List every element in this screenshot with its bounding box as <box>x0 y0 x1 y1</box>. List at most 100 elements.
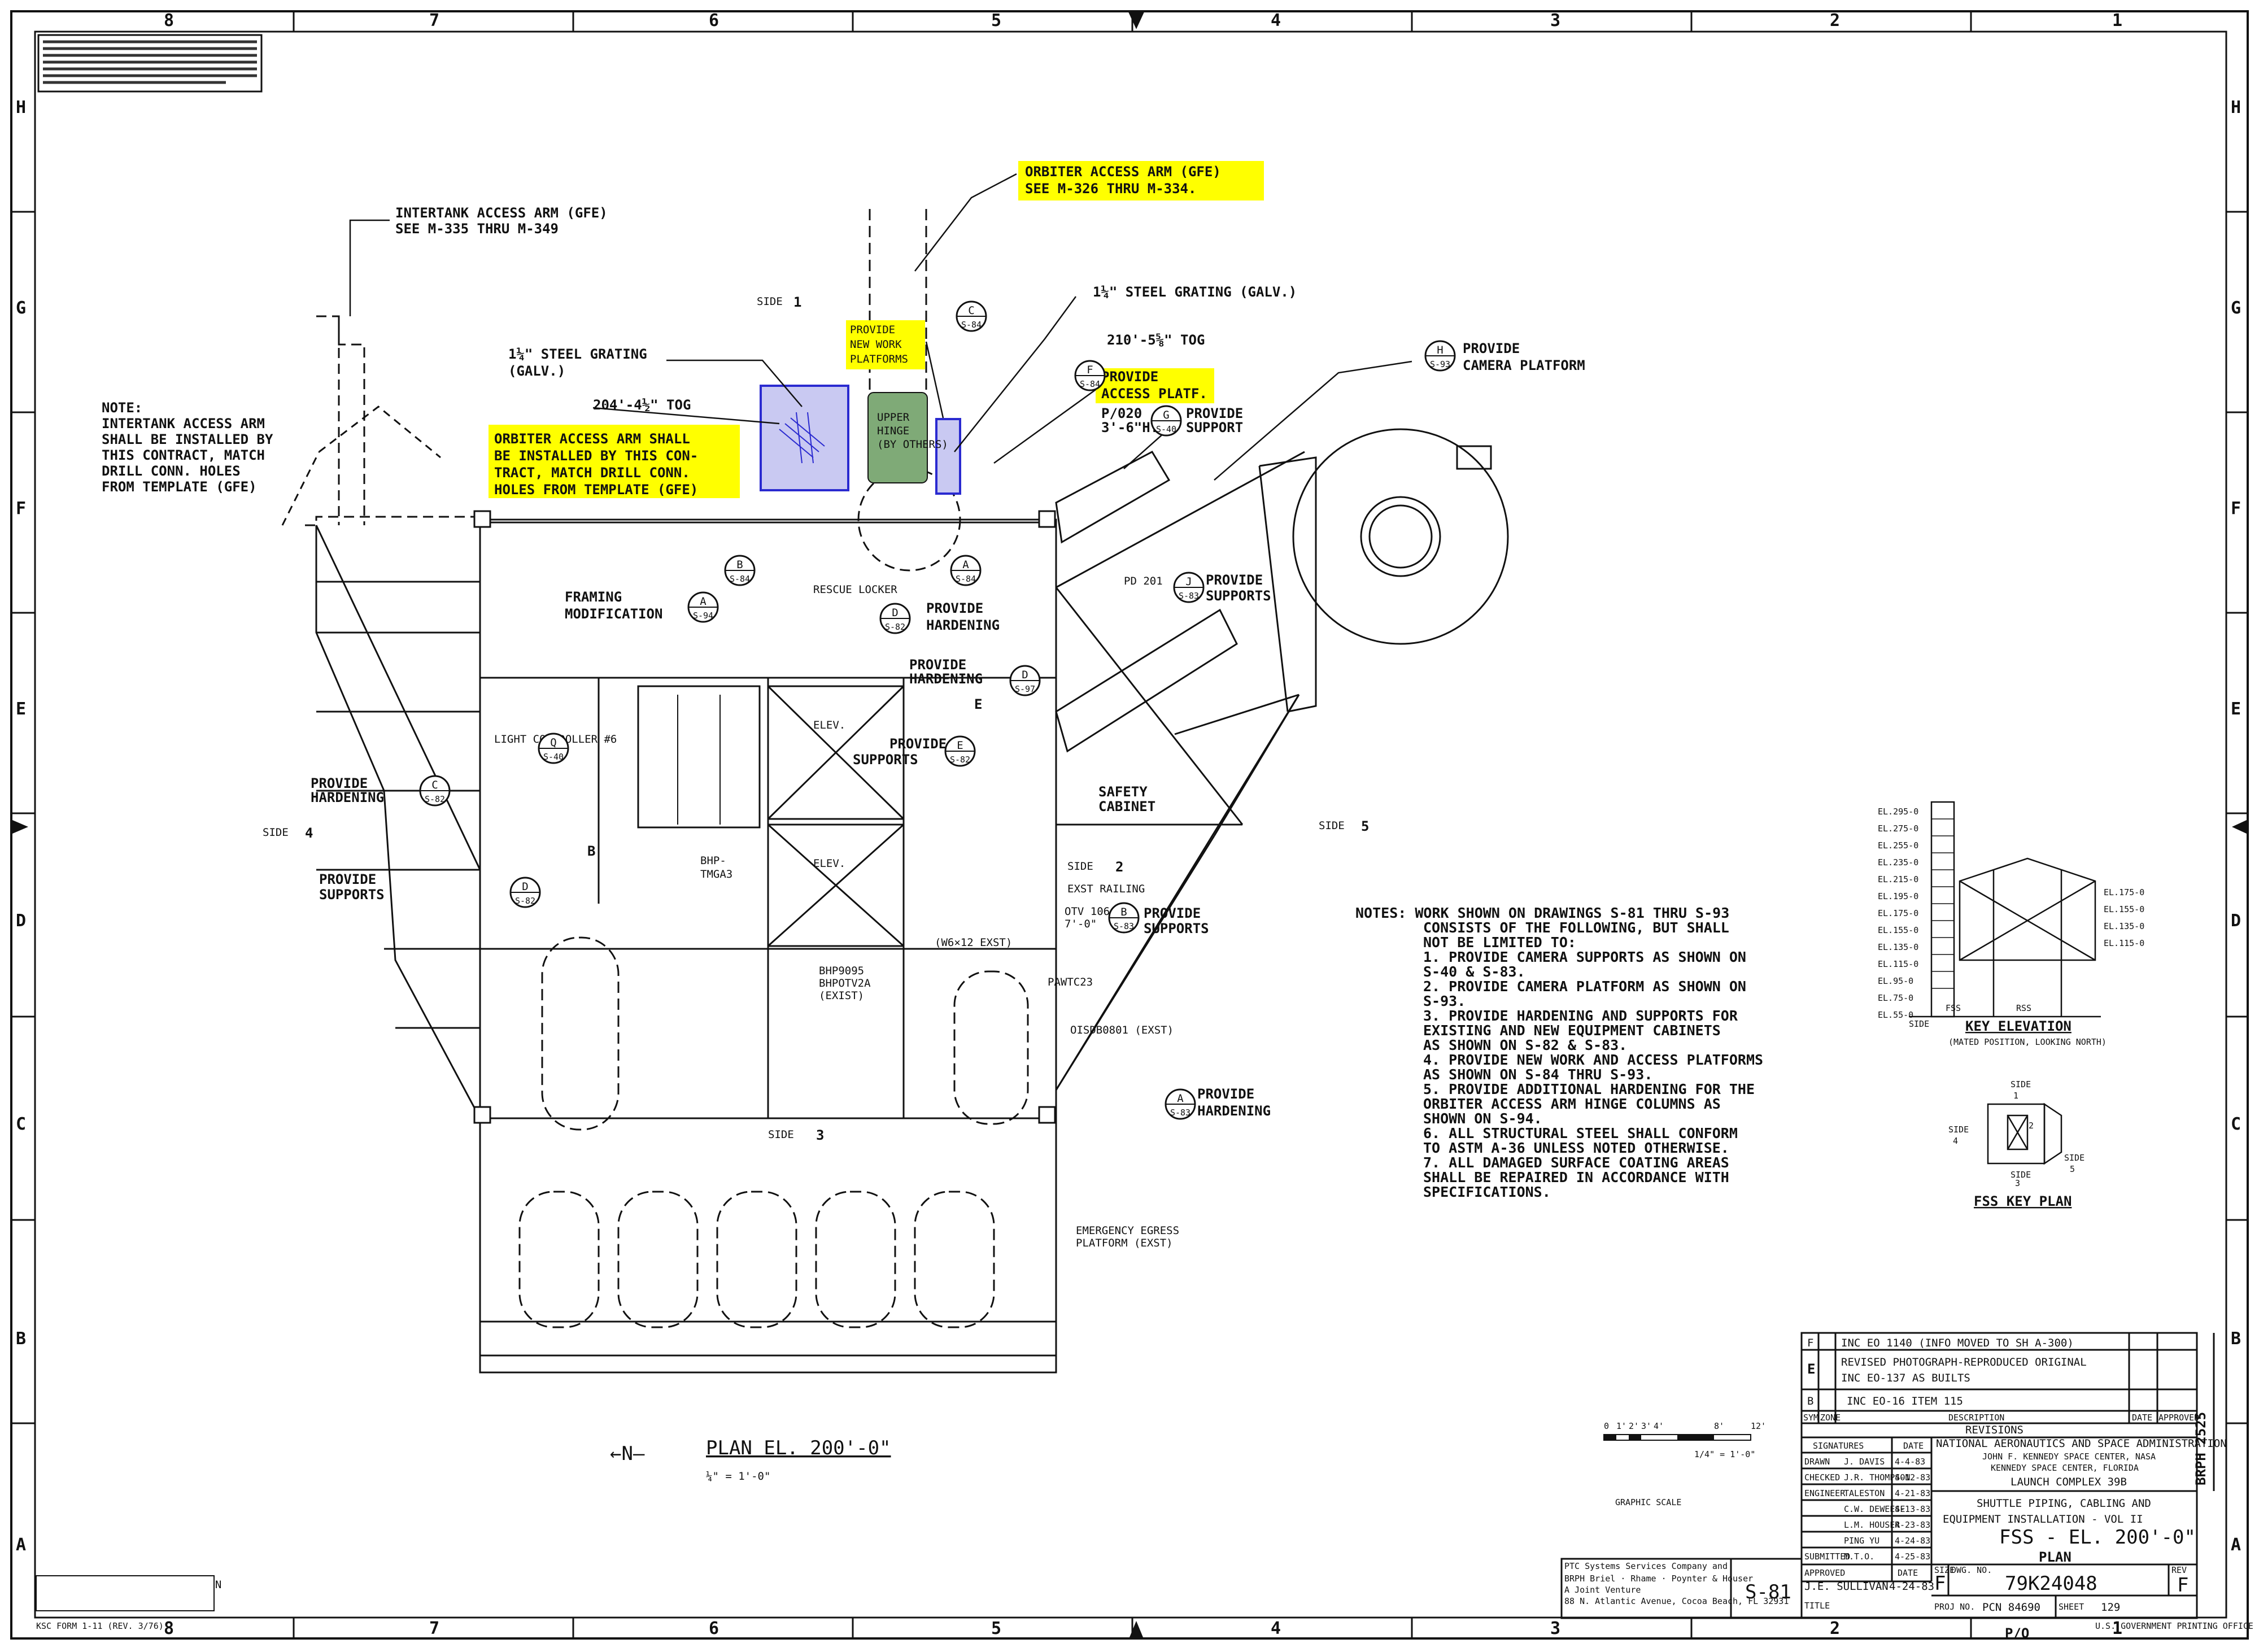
key-elevation-subtitle: (MATED POSITION, LOOKING NORTH) <box>1948 1037 2107 1047</box>
signature-date: 4-23-83 <box>1895 1520 1930 1530</box>
bubble-d-s97: DS-97 <box>1009 665 1041 696</box>
key-elevation-level: EL.115-0 <box>2104 938 2144 948</box>
zone-label-right: D <box>2231 911 2241 931</box>
zone-label-left: C <box>16 1114 26 1134</box>
otv106: OTV 106 <box>1065 905 1110 918</box>
bubble-ref: S-82 <box>425 794 445 804</box>
rectification-stamp-box <box>36 1575 215 1611</box>
zone-label-left: F <box>16 499 26 518</box>
steel-grating-right: 1¼" STEEL GRATING (GALV.) <box>1093 284 1297 300</box>
zone-label-bottom: 6 <box>709 1619 719 1638</box>
orbiter-arm-callout: SEE M-326 THRU M-334. <box>1025 181 1196 197</box>
scale-tick-label: 2' <box>1629 1421 1639 1431</box>
side-label: SIDE <box>2011 1170 2031 1180</box>
fss-label: FSS <box>1946 1003 1961 1013</box>
center-location: KENNEDY SPACE CENTER, FLORIDA <box>1991 1463 2139 1473</box>
hardening-label: HARDENING <box>311 790 384 805</box>
intertank-callout: SEE M-335 THRU M-349 <box>395 221 559 237</box>
date-header: DATE <box>1903 1441 1924 1451</box>
bubble-letter: B <box>1120 906 1127 918</box>
general-note-line: S-40 & S-83. <box>1423 964 1525 980</box>
provide-label: PROVIDE <box>319 871 376 887</box>
provide-label: PROVIDE <box>1206 572 1263 588</box>
project-line-1: LAUNCH COMPLEX 39B <box>2011 1476 2127 1488</box>
highlight-access-platf <box>1096 368 1214 403</box>
key-elevation-drawing <box>1909 801 2101 1018</box>
bhp-tmga3: BHP- <box>700 855 726 867</box>
side-label: SIDE <box>1319 820 1345 832</box>
side-label: SIDE <box>1948 1124 1969 1135</box>
new-work-label: PROVIDE <box>850 324 895 336</box>
key-elevation-level: EL.255-0 <box>1878 840 1918 851</box>
provide-label: PROVIDE <box>909 657 966 673</box>
orbiter-install-note: HOLES FROM TEMPLATE (GFE) <box>494 482 698 498</box>
signature-name: J. DAVIS <box>1844 1457 1885 1467</box>
general-note-line: AS SHOWN ON S-82 & S-83. <box>1423 1037 1627 1053</box>
scale-tick-label: 4' <box>1654 1421 1664 1431</box>
key-elevation-level: EL.175-0 <box>1878 908 1918 918</box>
bubble-letter: E <box>957 739 963 752</box>
bubble-h-s93: HS-93 <box>1424 340 1456 372</box>
upper-hinge-highlight <box>867 392 928 483</box>
annotation-text: INTERTANK ACCESS ARM (GFE)SEE M-335 THRU… <box>36 164 2253 1641</box>
grating-hatch <box>779 412 825 464</box>
bubble-e-s82: ES-82 <box>944 735 976 767</box>
form-number: KSC FORM 1-11 (REV. 3/76) <box>36 1621 164 1631</box>
signature-date: 4-12-83 <box>1895 1472 1930 1483</box>
note-left: INTERTANK ACCESS ARM <box>102 416 265 431</box>
dwg-no-label: DWG. NO. <box>1951 1565 1992 1575</box>
gov-print: U.S. GOVERNMENT PRINTING OFFICE <box>2095 1621 2253 1631</box>
w6-exst: (W6×12 EXST) <box>935 936 1012 949</box>
bubble-letter: D <box>892 607 898 619</box>
steel-grating-left: 1¼" STEEL GRATING <box>508 346 647 362</box>
signature-date: 4-24-83 <box>1895 1536 1930 1546</box>
bubble-a-s83: AS-83 <box>1165 1088 1196 1120</box>
firm-line-1: PTC Systems Services Company and <box>1564 1561 1728 1571</box>
side-number: 1 <box>2013 1091 2018 1101</box>
safety-cabinet: CABINET <box>1098 799 1155 814</box>
general-note-line: AS SHOWN ON S-84 THRU S-93. <box>1423 1066 1652 1083</box>
highlight-orbiter-install <box>489 425 740 498</box>
side-label: SIDE <box>2011 1079 2031 1089</box>
zone-label-right: A <box>2231 1535 2241 1555</box>
side-number: 2 <box>1115 859 1123 875</box>
scale-tick-label: 8' <box>1714 1421 1724 1431</box>
fss-key-plan-drawing <box>1987 1102 2062 1165</box>
pawtc23: PAWTC23 <box>1048 976 1093 988</box>
provide-label: PROVIDE <box>1186 406 1243 421</box>
notice-block <box>37 34 263 93</box>
signature-name: TALESTON <box>1844 1488 1885 1498</box>
zone-label-top: 4 <box>1271 11 1281 30</box>
signatures-header: SIGNATURES <box>1813 1441 1864 1451</box>
scale-note: 1/4" = 1'-0" <box>1694 1449 1755 1459</box>
firm-line-4: 88 N. Atlantic Avenue, Cocoa Beach, FL 3… <box>1564 1596 1789 1606</box>
plan-structure <box>281 209 1509 1374</box>
approved-date: 4-24-83 <box>1889 1580 1934 1593</box>
bubble-letter: B <box>736 559 743 571</box>
center-arrow-bottom <box>1130 1621 1143 1637</box>
bubble-letter: C <box>968 304 974 317</box>
firm-line-2: BRPH Briel · Rhame · Poynter & Houser <box>1564 1573 1753 1584</box>
bubble-ref: S-94 <box>693 611 713 621</box>
title-block-frame <box>1560 1332 2215 1619</box>
general-note-line: 4. PROVIDE NEW WORK AND ACCESS PLATFORMS <box>1423 1052 1763 1068</box>
center-arrow-right <box>2232 820 2247 834</box>
bubble-ref: S-84 <box>961 320 982 330</box>
new-work-label: NEW WORK <box>850 338 902 351</box>
center-arrow-top <box>1128 11 1145 29</box>
orbiter-install-note: BE INSTALLED BY THIS CON- <box>494 448 698 464</box>
firm-line-3: A Joint Venture <box>1564 1585 1641 1595</box>
bubble-ref: S-97 <box>1015 684 1035 694</box>
scale-tick-label: 1' <box>1616 1421 1626 1431</box>
access-platform-label: PROVIDE <box>1101 369 1158 385</box>
signature-role: ENGINEER <box>1804 1488 1846 1498</box>
signature-name: L.M. HOUSER <box>1844 1520 1900 1530</box>
zone-label-bottom: 4 <box>1271 1619 1281 1638</box>
bubble-letter: C <box>431 779 438 791</box>
brph-code: BRPH 2525 <box>2193 1412 2209 1485</box>
provide-label: PROVIDE <box>1144 905 1201 921</box>
access-platform-label: ACCESS PLATF. <box>1101 386 1207 402</box>
